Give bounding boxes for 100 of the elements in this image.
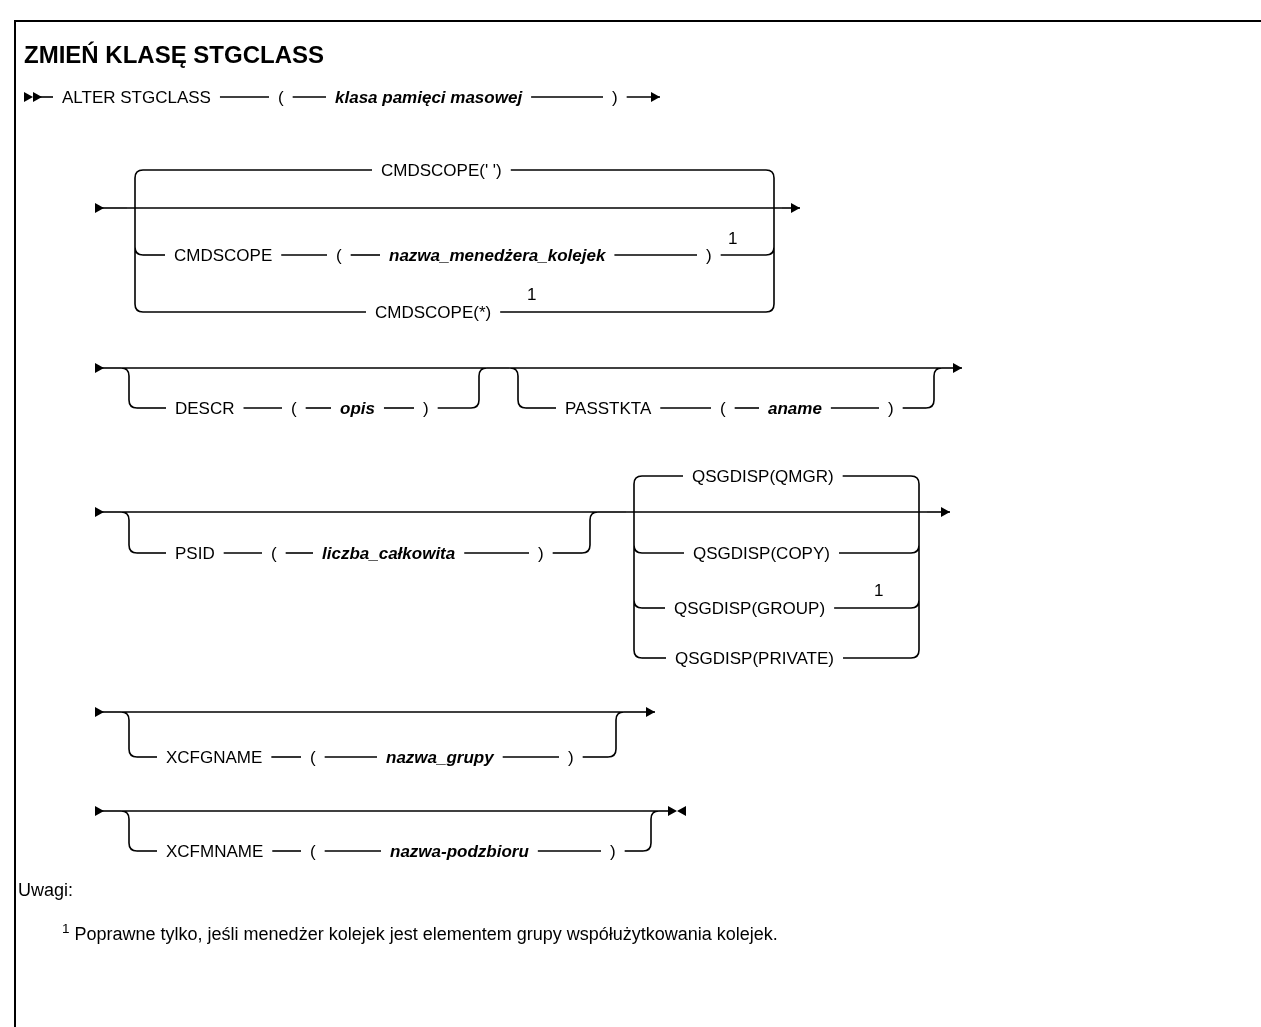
syntax-line bbox=[136, 850, 158, 852]
parenthesis: ( bbox=[711, 399, 735, 417]
syntax-line bbox=[641, 475, 684, 477]
syntax-line bbox=[94, 203, 128, 213]
syntax-line bbox=[222, 552, 263, 554]
syntax-line bbox=[136, 511, 583, 513]
syntax-line bbox=[781, 203, 801, 213]
syntax-line bbox=[32, 92, 54, 102]
syntax-line bbox=[323, 850, 382, 852]
syntax-line bbox=[501, 756, 560, 758]
keyword: QSGDISP(COPY) bbox=[684, 544, 839, 562]
parenthesis: ( bbox=[301, 748, 325, 766]
syntax-line bbox=[284, 552, 314, 554]
parenthesis: ) bbox=[414, 399, 438, 417]
syntax-line bbox=[219, 96, 270, 98]
variable: klasa pamięci masowej bbox=[326, 88, 532, 106]
keyword: PSID bbox=[166, 544, 224, 562]
choice-bracket bbox=[510, 368, 526, 408]
parenthesis: ) bbox=[879, 399, 903, 417]
parenthesis: ) bbox=[601, 842, 625, 860]
syntax-line bbox=[530, 96, 604, 98]
syntax-line bbox=[597, 511, 627, 513]
syntax-line bbox=[525, 367, 927, 369]
footnote-marker: 1 bbox=[874, 581, 884, 599]
syntax-line bbox=[270, 756, 302, 758]
syntax-line bbox=[136, 756, 158, 758]
footnote-marker: 1 bbox=[728, 229, 738, 247]
parenthesis: ( bbox=[262, 544, 286, 562]
keyword: XCFMNAME bbox=[157, 842, 273, 860]
parenthesis: ( bbox=[301, 842, 325, 860]
syntax-line bbox=[436, 407, 472, 409]
choice-bracket bbox=[582, 512, 598, 553]
parenthesis: ( bbox=[282, 399, 306, 417]
syntax-line bbox=[291, 96, 327, 98]
syntax-line bbox=[625, 92, 661, 102]
syntax-line bbox=[94, 806, 122, 816]
syntax-line bbox=[833, 607, 912, 609]
keyword: DESCR bbox=[166, 399, 244, 417]
syntax-line bbox=[641, 657, 667, 659]
syntax-line bbox=[383, 407, 415, 409]
footnote-marker: 1 bbox=[527, 285, 537, 303]
parenthesis: ( bbox=[327, 246, 351, 264]
syntax-line bbox=[926, 507, 951, 517]
keyword: QSGDISP(QMGR) bbox=[683, 467, 843, 485]
parenthesis: ( bbox=[269, 88, 293, 106]
syntax-line bbox=[838, 552, 912, 554]
syntax-line bbox=[142, 254, 166, 256]
syntax-line bbox=[280, 254, 328, 256]
keyword: CMDSCOPE(*) bbox=[366, 303, 501, 321]
syntax-line bbox=[136, 367, 472, 369]
notes-heading: Uwagi: bbox=[18, 881, 74, 899]
keyword: CMDSCOPE(' ') bbox=[372, 161, 511, 179]
parenthesis: ) bbox=[697, 246, 721, 264]
syntax-line bbox=[623, 707, 656, 717]
syntax-line bbox=[641, 607, 666, 609]
syntax-line bbox=[659, 407, 712, 409]
keyword: PASSTKTA bbox=[556, 399, 661, 417]
syntax-line bbox=[525, 407, 557, 409]
syntax-line bbox=[537, 850, 602, 852]
keyword: QSGDISP(GROUP) bbox=[665, 599, 835, 617]
parenthesis: ) bbox=[603, 88, 627, 106]
syntax-line bbox=[941, 363, 963, 373]
syntax-line bbox=[830, 407, 880, 409]
choice-bracket bbox=[766, 170, 782, 312]
keyword: CMDSCOPE bbox=[165, 246, 282, 264]
syntax-line bbox=[551, 552, 583, 554]
syntax-line bbox=[463, 552, 530, 554]
syntax-line bbox=[136, 810, 644, 812]
syntax-line bbox=[901, 407, 927, 409]
syntax-line bbox=[509, 169, 767, 171]
syntax-line bbox=[242, 407, 283, 409]
diagram-title: ZMIEŃ KLASĘ STGCLASS bbox=[24, 43, 324, 67]
syntax-line bbox=[613, 254, 698, 256]
syntax-line bbox=[719, 254, 767, 256]
keyword: XCFGNAME bbox=[157, 748, 272, 766]
syntax-line bbox=[623, 850, 644, 852]
syntax-line bbox=[499, 311, 767, 313]
syntax-line bbox=[94, 363, 122, 373]
syntax-line bbox=[349, 254, 381, 256]
variable: liczba_całkowita bbox=[313, 544, 465, 562]
keyword: QSGDISP(PRIVATE) bbox=[666, 649, 843, 667]
variable: nazwa_grupy bbox=[377, 748, 503, 766]
syntax-line bbox=[486, 367, 511, 369]
variable: nazwa-podzbioru bbox=[381, 842, 538, 860]
choice-bracket bbox=[608, 712, 624, 757]
choice-bracket bbox=[911, 476, 927, 658]
syntax-line bbox=[136, 552, 167, 554]
choice-bracket bbox=[471, 368, 487, 408]
syntax-line bbox=[271, 850, 302, 852]
variable: opis bbox=[331, 399, 384, 417]
syntax-line bbox=[733, 407, 760, 409]
syntax-line bbox=[842, 657, 912, 659]
syntax-line bbox=[142, 207, 767, 209]
choice-bracket bbox=[643, 811, 659, 851]
syntax-line bbox=[641, 511, 912, 513]
choice-bracket bbox=[926, 368, 942, 408]
choice-bracket bbox=[127, 170, 143, 312]
choice-bracket bbox=[121, 811, 137, 851]
choice-bracket bbox=[121, 712, 137, 757]
syntax-line bbox=[94, 707, 122, 717]
